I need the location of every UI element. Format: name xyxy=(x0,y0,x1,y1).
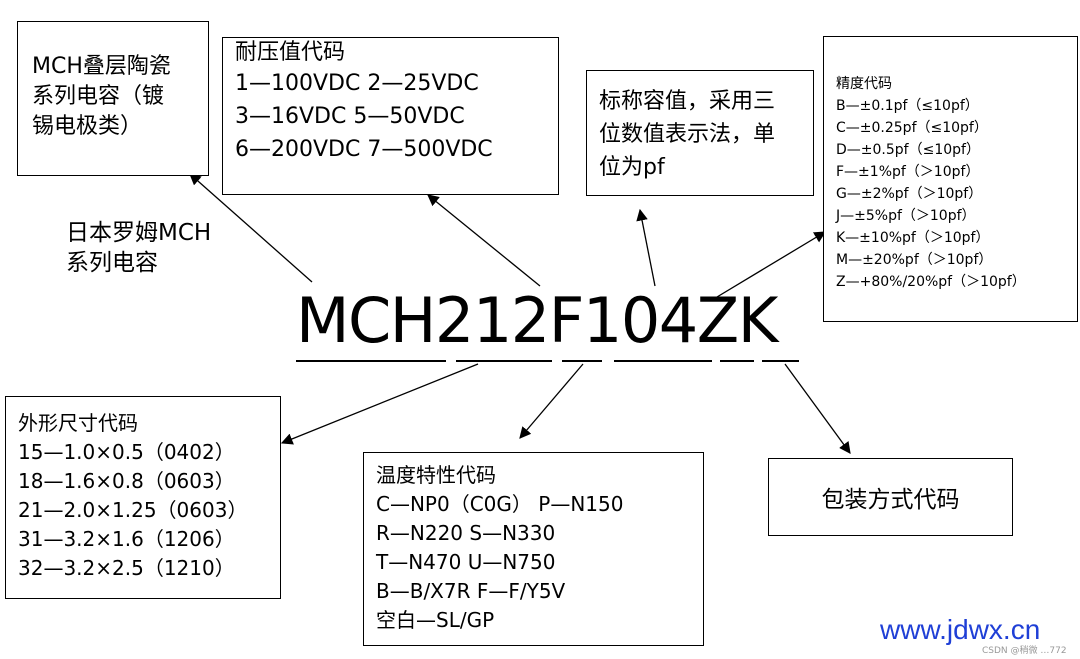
watermark: www.jdwx.cn xyxy=(880,614,1041,645)
capacitance-line: 位为pf xyxy=(599,155,665,180)
size-line: 32—3.2×2.5（1210） xyxy=(18,556,235,580)
temperature-line: 空白—SL/GP xyxy=(376,608,495,632)
segment-underline-tolerance xyxy=(720,360,754,362)
arrow-to-voltage xyxy=(427,194,541,287)
arrow-to-series xyxy=(189,173,313,283)
size-title: 外形尺寸代码 xyxy=(18,411,138,435)
temperature-title: 温度特性代码 xyxy=(376,463,496,487)
arrow-to-tolerance xyxy=(711,231,827,301)
voltage-box: 耐压值代码 1—100VDC 2—25VDC 3—16VDC 5—50VDC 6… xyxy=(222,37,559,195)
arrow-to-capacitance xyxy=(636,208,656,287)
size-line: 21—2.0×1.25（0603） xyxy=(18,498,248,522)
temperature-line: C—NP0（C0G） P—N150 xyxy=(376,492,624,516)
temperature-line: R—N220 S—N330 xyxy=(376,521,556,545)
tolerance-line: G—±2%pf（＞10pf） xyxy=(836,186,983,202)
capacitance-line: 位数值表示法，单 xyxy=(599,122,776,147)
tolerance-line: K—±10%pf（＞10pf） xyxy=(836,230,990,246)
series-line: MCH叠层陶瓷 xyxy=(32,54,171,79)
temperature-line: B—B/X7R F—F/Y5V xyxy=(376,579,566,603)
tolerance-line: F—±1%pf（＞10pf） xyxy=(836,164,980,180)
voltage-title: 耐压值代码 xyxy=(235,40,346,65)
segment-underline-capacitance xyxy=(614,360,712,362)
tolerance-line: Z—+80%/20%pf（＞10pf） xyxy=(836,274,1026,290)
series-box: MCH叠层陶瓷 系列电容（镀 锡电极类） xyxy=(17,21,209,176)
temperature-line: T—N470 U—N750 xyxy=(376,550,556,574)
temperature-box: 温度特性代码 C—NP0（C0G） P—N150 R—N220 S—N330 T… xyxy=(363,452,704,646)
segment-underline-temp xyxy=(562,360,602,362)
tolerance-line: D—±0.5pf（≤10pf） xyxy=(836,142,980,158)
part-number: MCH212F104ZK xyxy=(296,284,778,357)
size-line: 15—1.0×0.5（0402） xyxy=(18,440,235,464)
capacitance-line: 标称容值，采用三 xyxy=(599,89,776,114)
rohm-label: 日本罗姆MCH 系列电容 xyxy=(66,218,211,278)
part-number-group: MCH212F104ZK xyxy=(296,287,799,362)
tolerance-line: B—±0.1pf（≤10pf） xyxy=(836,98,979,114)
rohm-line: 日本罗姆MCH xyxy=(66,220,212,246)
segment-underline-packaging xyxy=(762,360,799,362)
tolerance-line: C—±0.25pf（≤10pf） xyxy=(836,120,988,136)
size-line: 31—3.2×1.6（1206） xyxy=(18,527,235,551)
size-box: 外形尺寸代码 15—1.0×0.5（0402） 18—1.6×0.8（0603）… xyxy=(5,396,281,599)
segment-underline-series xyxy=(296,360,446,362)
tolerance-title: 精度代码 xyxy=(836,76,892,92)
segment-underline-size xyxy=(456,360,552,362)
credit: CSDN @稍微 …772 xyxy=(982,646,1067,656)
voltage-line: 3—16VDC 5—50VDC xyxy=(235,104,465,129)
voltage-line: 6—200VDC 7—500VDC xyxy=(235,137,493,162)
series-line: 系列电容（镀 xyxy=(32,84,165,109)
voltage-line: 1—100VDC 2—25VDC xyxy=(235,71,479,96)
size-line: 18—1.6×0.8（0603） xyxy=(18,469,235,493)
packaging-box: 包装方式代码 xyxy=(768,458,1013,536)
rohm-line: 系列电容 xyxy=(66,250,158,276)
capacitance-box: 标称容值，采用三 位数值表示法，单 位为pf xyxy=(586,70,814,196)
arrow-to-packaging xyxy=(784,363,851,454)
tolerance-line: M—±20%pf（＞10pf） xyxy=(836,252,993,268)
tolerance-box: 精度代码 B—±0.1pf（≤10pf） C—±0.25pf（≤10pf） D—… xyxy=(823,36,1078,322)
series-line: 锡电极类） xyxy=(32,114,143,139)
arrow-to-size xyxy=(280,363,479,445)
tolerance-line: J—±5%pf（＞10pf） xyxy=(836,208,976,224)
packaging-label: 包装方式代码 xyxy=(821,487,960,513)
arrow-to-temp xyxy=(519,363,584,439)
